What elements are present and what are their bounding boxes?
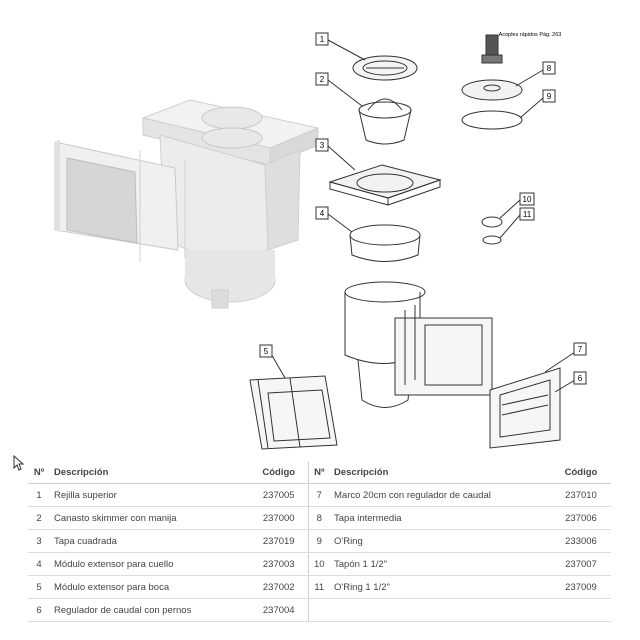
callout-4: 4: [315, 206, 329, 220]
header-code: Código: [551, 461, 611, 484]
row-number: 6: [28, 598, 50, 622]
callout-10: 10: [519, 192, 535, 206]
row-code: 237005: [250, 483, 308, 507]
row-code: 237019: [250, 529, 308, 553]
exploded-parts-diagram: 1 2 3 4 5 6 7 8 9 10 11 Acoples rápidos …: [54, 32, 587, 450]
header-num: Nº: [28, 461, 50, 484]
row-description: [330, 598, 551, 622]
callout-9: 9: [542, 89, 556, 103]
row-code: 237007: [551, 552, 611, 576]
svg-text:9: 9: [547, 92, 552, 101]
row-number: 10: [307, 552, 330, 576]
row-code: 237000: [250, 506, 308, 530]
row-code: [551, 598, 611, 622]
row-description: Marco 20cm con regulador de caudal: [330, 483, 551, 507]
row-number: 1: [28, 483, 50, 507]
callout-11: 11: [519, 207, 535, 221]
callout-6: 6: [573, 371, 587, 385]
callout-labels: 1 2 3 4 5 6 7 8 9 10 11 Acoples rápidos …: [259, 32, 587, 385]
row-description: Canasto skimmer con manija: [50, 506, 250, 530]
row-code: 237003: [250, 552, 308, 576]
row-code: 237004: [250, 598, 308, 622]
skimmer-product-photo: [54, 99, 320, 309]
row-description: Tapa cuadrada: [50, 529, 250, 553]
row-description: Tapa intermedia: [330, 506, 551, 530]
row-number: [307, 598, 330, 622]
row-description: Regulador de caudal con pernos: [50, 598, 250, 622]
table-header-row: Nº Descripción Código Nº Descripción Cód…: [28, 461, 611, 484]
svg-text:1: 1: [320, 35, 325, 44]
svg-text:5: 5: [264, 347, 269, 356]
row-description: Módulo extensor para cuello: [50, 552, 250, 576]
callout-3: 3: [315, 138, 329, 152]
row-number: 5: [28, 575, 50, 599]
svg-text:11: 11: [523, 210, 532, 219]
callout-8: 8: [542, 61, 556, 75]
row-description: O'Ring 1 1/2": [330, 575, 551, 599]
row-code: 237002: [250, 575, 308, 599]
mouse-cursor-icon: [13, 455, 25, 471]
svg-text:10: 10: [523, 195, 532, 204]
parts-table: Nº Descripción Código Nº Descripción Cód…: [28, 461, 611, 622]
row-number: 3: [28, 529, 50, 553]
row-number: 2: [28, 506, 50, 530]
header-num: Nº: [307, 461, 330, 484]
callout-2: 2: [315, 72, 329, 86]
row-number: 7: [307, 483, 330, 507]
header-code: Código: [250, 461, 308, 484]
row-description: O'Ring: [330, 529, 551, 553]
svg-text:8: 8: [547, 64, 552, 73]
row-number: 9: [307, 529, 330, 553]
row-code: 233006: [551, 529, 611, 553]
row-code: 237006: [551, 506, 611, 530]
row-description: Tapón 1 1/2": [330, 552, 551, 576]
svg-text:6: 6: [578, 374, 583, 383]
svg-text:2: 2: [320, 75, 325, 84]
row-number: 4: [28, 552, 50, 576]
callout-1: 1: [315, 32, 329, 46]
row-code: 237010: [551, 483, 611, 507]
header-desc: Descripción: [330, 461, 551, 484]
row-number: 11: [307, 575, 330, 599]
callout-7: 7: [573, 342, 587, 356]
row-code: 237009: [551, 575, 611, 599]
callout-5: 5: [259, 344, 273, 358]
row-description: Módulo extensor para boca: [50, 575, 250, 599]
quick-coupling-note: Acoples rápidos Pág. 263: [499, 32, 562, 38]
row-number: 8: [307, 506, 330, 530]
svg-text:7: 7: [578, 345, 583, 354]
svg-text:4: 4: [320, 209, 325, 218]
header-desc: Descripción: [50, 461, 250, 484]
svg-text:3: 3: [320, 141, 325, 150]
row-description: Rejilla superior: [50, 483, 250, 507]
exploded-line-drawing: [249, 34, 576, 450]
